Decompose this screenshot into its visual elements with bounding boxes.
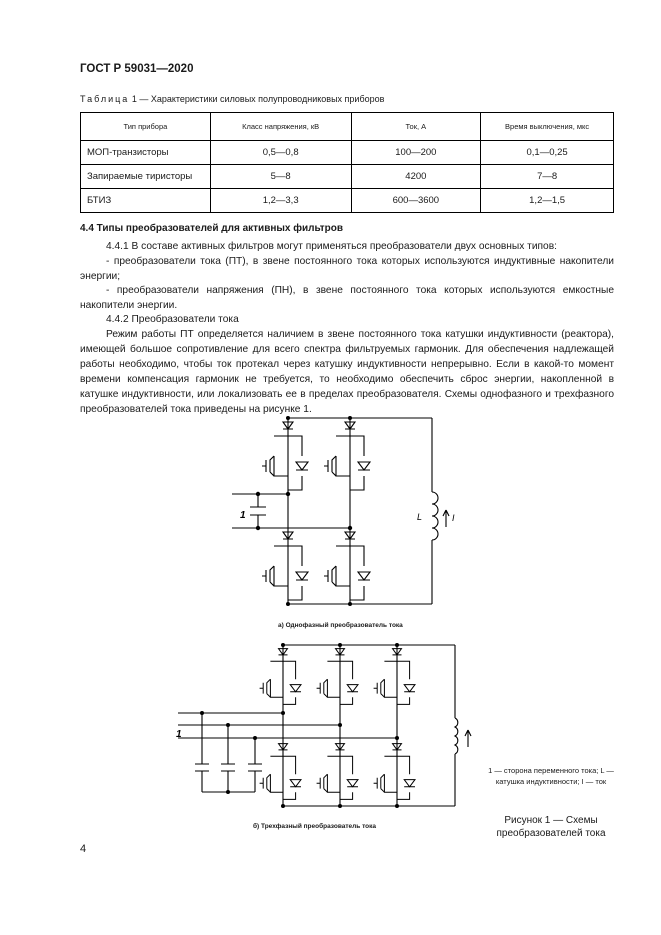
column-header: Тип прибора [80, 112, 211, 141]
table-cell: Запираемые тиристоры [80, 164, 211, 189]
node-dots [255, 416, 353, 606]
switch-cell [316, 743, 359, 800]
three-phase-converter-diagram: 1 [176, 643, 472, 808]
table-cell: 7—8 [480, 164, 614, 189]
table-cell: 5—8 [209, 164, 352, 189]
switch-cell [373, 743, 416, 800]
switch-cell [324, 421, 372, 491]
single-phase-converter-diagram: 1 L I [232, 416, 455, 606]
switch-cell [262, 531, 310, 601]
paragraph-4-4-2-heading: 4.4.2 Преобразователи тока [106, 314, 239, 325]
switch-cell [324, 531, 372, 601]
switch-cell [259, 648, 302, 705]
page-number: 4 [80, 843, 87, 855]
table-header-row: Тип прибора Класс напряжения, кВ Ток, А … [80, 112, 614, 141]
document-header: ГОСТ Р 59031—2020 [80, 63, 194, 75]
inductor-label: L [417, 512, 422, 522]
table-cell: 1,2—3,3 [209, 188, 352, 213]
switch-cell [262, 421, 310, 491]
table-cell: 100—200 [350, 140, 482, 165]
figure-a-caption: а) Однофазный преобразователь тока [278, 622, 403, 629]
ac-side-label: 1 [176, 729, 182, 740]
table-caption-prefix: Таблица [80, 94, 130, 104]
paragraph-voltage-converters-item: - преобразователи напряжения (ПН), в зве… [80, 285, 614, 311]
figure-legend: 1 — сторона переменного тока; L — катушк… [488, 766, 614, 786]
table-row: Запираемые тиристоры 5—8 4200 7—8 [80, 164, 614, 189]
table-cell: 1,2—1,5 [480, 188, 614, 213]
paragraph-current-converters-item: - преобразователи тока (ПТ), в звене пос… [80, 256, 614, 282]
table-cell: МОП-транзисторы [80, 140, 211, 165]
switch-cell [373, 648, 416, 705]
node-dots [200, 643, 399, 808]
switch-cell [259, 743, 302, 800]
table-cell: 0,1—0,25 [480, 140, 614, 165]
switch-cell [316, 648, 359, 705]
table-caption: Таблица 1 — Характеристики силовых полуп… [80, 94, 384, 104]
paragraph-current-converter-description: Режим работы ПТ определяется наличием в … [80, 329, 614, 415]
section-title: 4.4 Типы преобразователей для активных ф… [80, 223, 344, 234]
table-row: МОП-транзисторы 0,5—0,8 100—200 0,1—0,25 [80, 140, 614, 165]
table-cell: 0,5—0,8 [209, 140, 352, 165]
column-header: Ток, А [350, 112, 482, 141]
table-caption-text: 1 — Характеристики силовых полупроводник… [131, 94, 385, 104]
table-cell: 600—3600 [350, 188, 482, 213]
current-label: I [452, 513, 455, 523]
circuit-wiring [178, 644, 472, 807]
figure-title: Рисунок 1 — Схемы преобразователей тока [496, 815, 606, 839]
paragraph-4-4-1: 4.4.1 В составе активных фильтров могут … [106, 241, 557, 252]
characteristics-table: Тип прибора Класс напряжения, кВ Ток, А … [80, 112, 614, 213]
figure-b-caption: б) Трехфазный преобразователь тока [253, 823, 377, 830]
column-header: Класс напряжения, кВ [209, 112, 352, 141]
ac-side-label: 1 [240, 510, 246, 521]
column-header: Время выключения, мкс [480, 112, 614, 141]
table-cell: 4200 [350, 164, 482, 189]
table-cell: БТИЗ [80, 188, 211, 213]
table-row: БТИЗ 1,2—3,3 600—3600 1,2—1,5 [80, 188, 614, 213]
